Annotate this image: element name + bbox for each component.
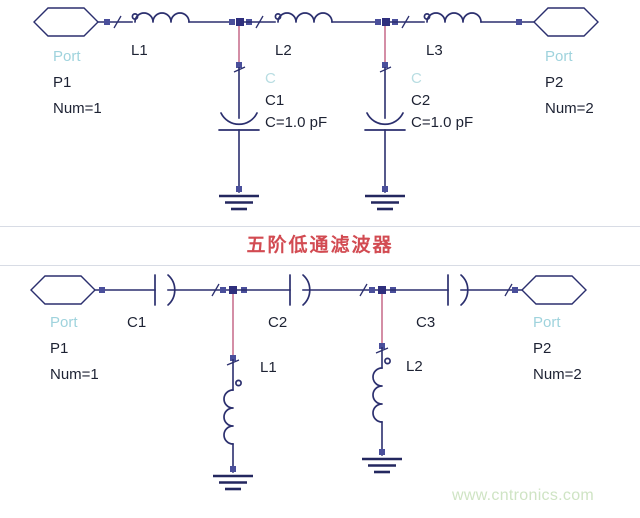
capacitor-c2-ref-label: C2 — [411, 92, 430, 109]
capacitor-c2-value-label: C=1.0 pF — [411, 114, 473, 131]
capacitor-c1-ref-label: C1 — [265, 92, 284, 109]
node-marker-icon — [369, 287, 375, 293]
capacitor-c1-value-label: C=1.0 pF — [265, 114, 327, 131]
port-p1-name-label: P1 — [53, 74, 71, 91]
ground-icon — [219, 194, 259, 211]
inductor-l2-top[interactable] — [243, 12, 379, 23]
inductor-l2-bottom[interactable] — [362, 294, 402, 474]
node-marker-icon — [236, 62, 242, 68]
capacitor-c1-top[interactable] — [218, 26, 260, 211]
watermark-text: www.cntronics.com — [452, 487, 595, 504]
junction-marker-icon — [229, 286, 237, 294]
junction-marker-icon — [236, 18, 244, 26]
top-schematic-group: Port P1 Num=1 L1 L2 L3 C C1 C=1.0 pF C C… — [33, 7, 599, 211]
inductor-dot-icon — [235, 379, 242, 387]
node-marker-icon — [379, 449, 385, 455]
ground-icon — [362, 457, 402, 474]
hexagon-port-icon — [533, 7, 599, 37]
node-marker-icon — [379, 343, 385, 349]
pin-slash-icon — [211, 283, 220, 297]
hexagon-port-icon — [33, 7, 99, 37]
port-p1-type-label: Port — [53, 48, 81, 65]
inductor-l1-label: L1 — [131, 42, 148, 59]
port-p1-num-label-bottom: Num=1 — [50, 366, 99, 383]
bottom-schematic-group: Port P1 Num=1 C1 C2 C3 L1 L2 Port P2 Num… — [30, 274, 587, 491]
inductor-l3-label: L3 — [426, 42, 443, 59]
port-p1-bottom[interactable] — [30, 275, 156, 305]
port-p2-type-label-bottom: Port — [533, 314, 561, 331]
inductor-coil-icon — [372, 367, 383, 423]
node-marker-icon — [382, 186, 388, 192]
inductor-l3-top[interactable] — [389, 12, 535, 23]
node-marker-icon — [220, 287, 226, 293]
capacitor-c1-type-label: C — [265, 70, 276, 87]
ground-icon — [213, 474, 253, 491]
capacitor-c3-label-bottom: C3 — [416, 314, 435, 331]
node-marker-icon — [512, 287, 518, 293]
page-title: 五阶低通滤波器 — [246, 234, 394, 256]
node-marker-icon — [382, 62, 388, 68]
hexagon-port-icon — [521, 275, 587, 305]
node-marker-icon — [230, 355, 236, 361]
node-marker-icon — [229, 19, 235, 25]
node-marker-icon — [516, 19, 522, 25]
capacitor-c2-type-label: C — [411, 70, 422, 87]
inductor-l2-label-bottom: L2 — [406, 358, 423, 375]
port-p2-top[interactable] — [516, 7, 599, 37]
pin-slash-icon — [504, 283, 513, 297]
port-p2-num-label: Num=2 — [545, 100, 594, 117]
inductor-l1-bottom[interactable] — [213, 294, 253, 491]
inductor-coil-icon — [426, 12, 482, 23]
pin-slash-icon — [359, 283, 368, 297]
inductor-coil-icon — [223, 389, 234, 445]
pin-slash-icon — [113, 15, 122, 29]
port-p2-bottom[interactable] — [512, 275, 587, 305]
capacitor-c3-bottom[interactable] — [385, 274, 523, 306]
inductor-dot-icon — [384, 357, 391, 365]
port-p2-name-label-bottom: P2 — [533, 340, 551, 357]
port-p1-top[interactable] — [33, 7, 133, 37]
junction-marker-icon — [378, 286, 386, 294]
junction-marker-icon — [382, 18, 390, 26]
port-p1-name-label-bottom: P1 — [50, 340, 68, 357]
capacitor-c1-label-bottom: C1 — [127, 314, 146, 331]
hexagon-port-icon — [30, 275, 96, 305]
inductor-l1-top[interactable] — [131, 12, 233, 23]
inductor-l2-label: L2 — [275, 42, 292, 59]
inductor-l1-label-bottom: L1 — [260, 359, 277, 376]
node-marker-icon — [104, 19, 110, 25]
capacitor-c2-bottom[interactable] — [236, 274, 383, 306]
inductor-coil-icon — [277, 12, 333, 23]
ground-icon — [365, 194, 405, 211]
node-marker-icon — [230, 466, 236, 472]
port-p2-num-label-bottom: Num=2 — [533, 366, 582, 383]
port-p1-type-label-bottom: Port — [50, 314, 78, 331]
capacitor-icon — [220, 112, 258, 126]
port-p2-name-label: P2 — [545, 74, 563, 91]
node-marker-icon — [375, 19, 381, 25]
capacitor-c2-label-bottom: C2 — [268, 314, 287, 331]
port-p2-type-label: Port — [545, 48, 573, 65]
inductor-coil-icon — [134, 12, 190, 23]
node-marker-icon — [236, 186, 242, 192]
node-marker-icon — [99, 287, 105, 293]
port-p1-num-label: Num=1 — [53, 100, 102, 117]
capacitor-c2-top[interactable] — [364, 26, 406, 211]
capacitor-icon — [366, 112, 404, 126]
